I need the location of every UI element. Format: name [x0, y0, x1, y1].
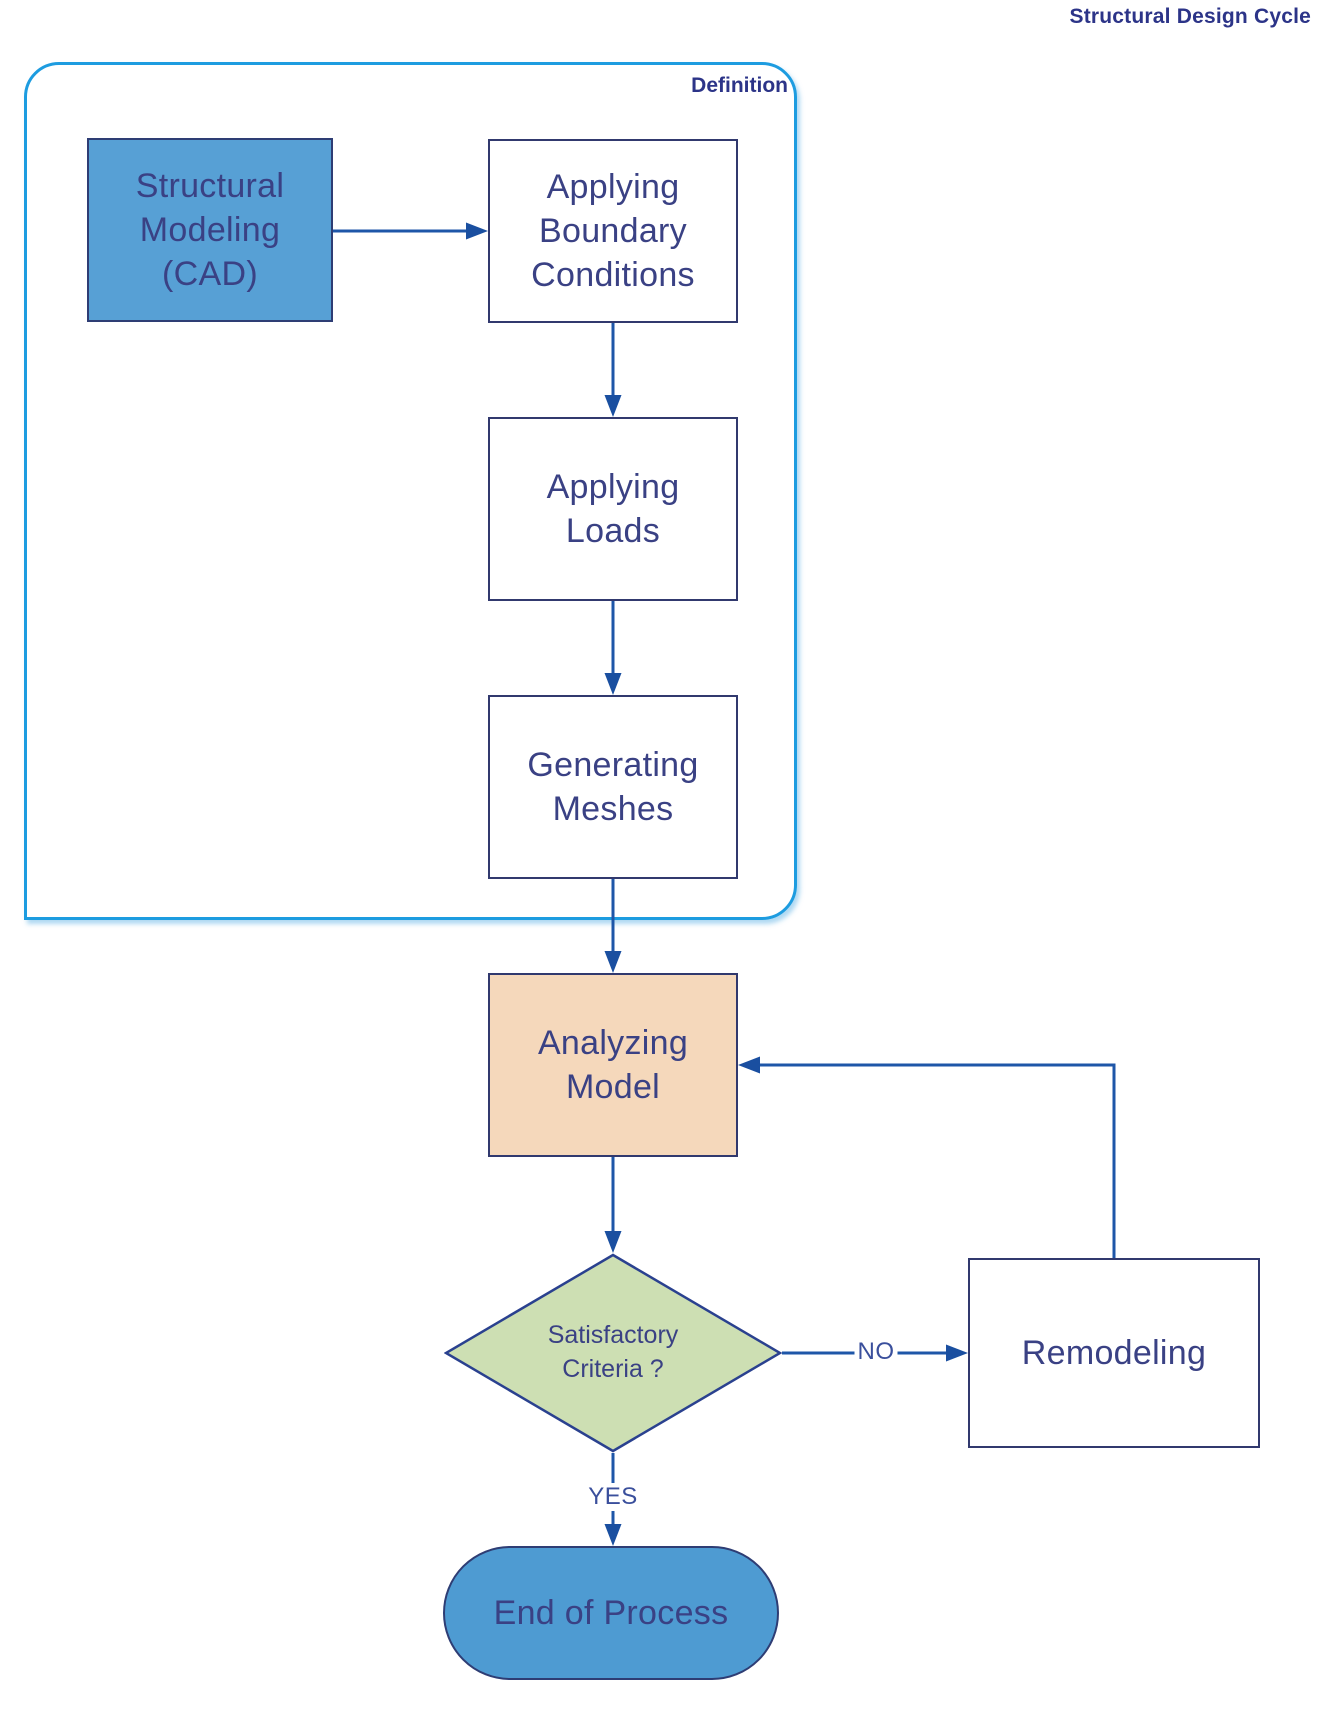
definition-group-frame — [24, 62, 797, 920]
definition-group-label: Definition — [691, 74, 788, 97]
node-analyzing-model: Analyzing Model — [488, 973, 738, 1157]
edge-label-yes: YES — [585, 1483, 641, 1511]
node-structural-modeling-cad: Structural Modeling (CAD) — [87, 138, 333, 322]
node-applying-loads: Applying Loads — [488, 417, 738, 601]
node-end-of-process: End of Process — [443, 1546, 779, 1680]
decision-diamond-shape — [444, 1253, 782, 1453]
decision-label: Satisfactory Criteria ? — [547, 1321, 679, 1383]
connector-remodeling-to-analyzing — [738, 1056, 1116, 1258]
connector-analyzing-to-decision — [604, 1157, 622, 1253]
node-applying-boundary-conditions: Applying Boundary Conditions — [488, 139, 738, 323]
node-satisfactory-criteria-decision: Satisfactory Criteria ? — [444, 1253, 782, 1453]
node-generating-meshes: Generating Meshes — [488, 695, 738, 879]
edge-label-no: NO — [854, 1338, 898, 1366]
node-remodeling: Remodeling — [968, 1258, 1260, 1448]
page-title: Structural Design Cycle — [1069, 5, 1311, 28]
